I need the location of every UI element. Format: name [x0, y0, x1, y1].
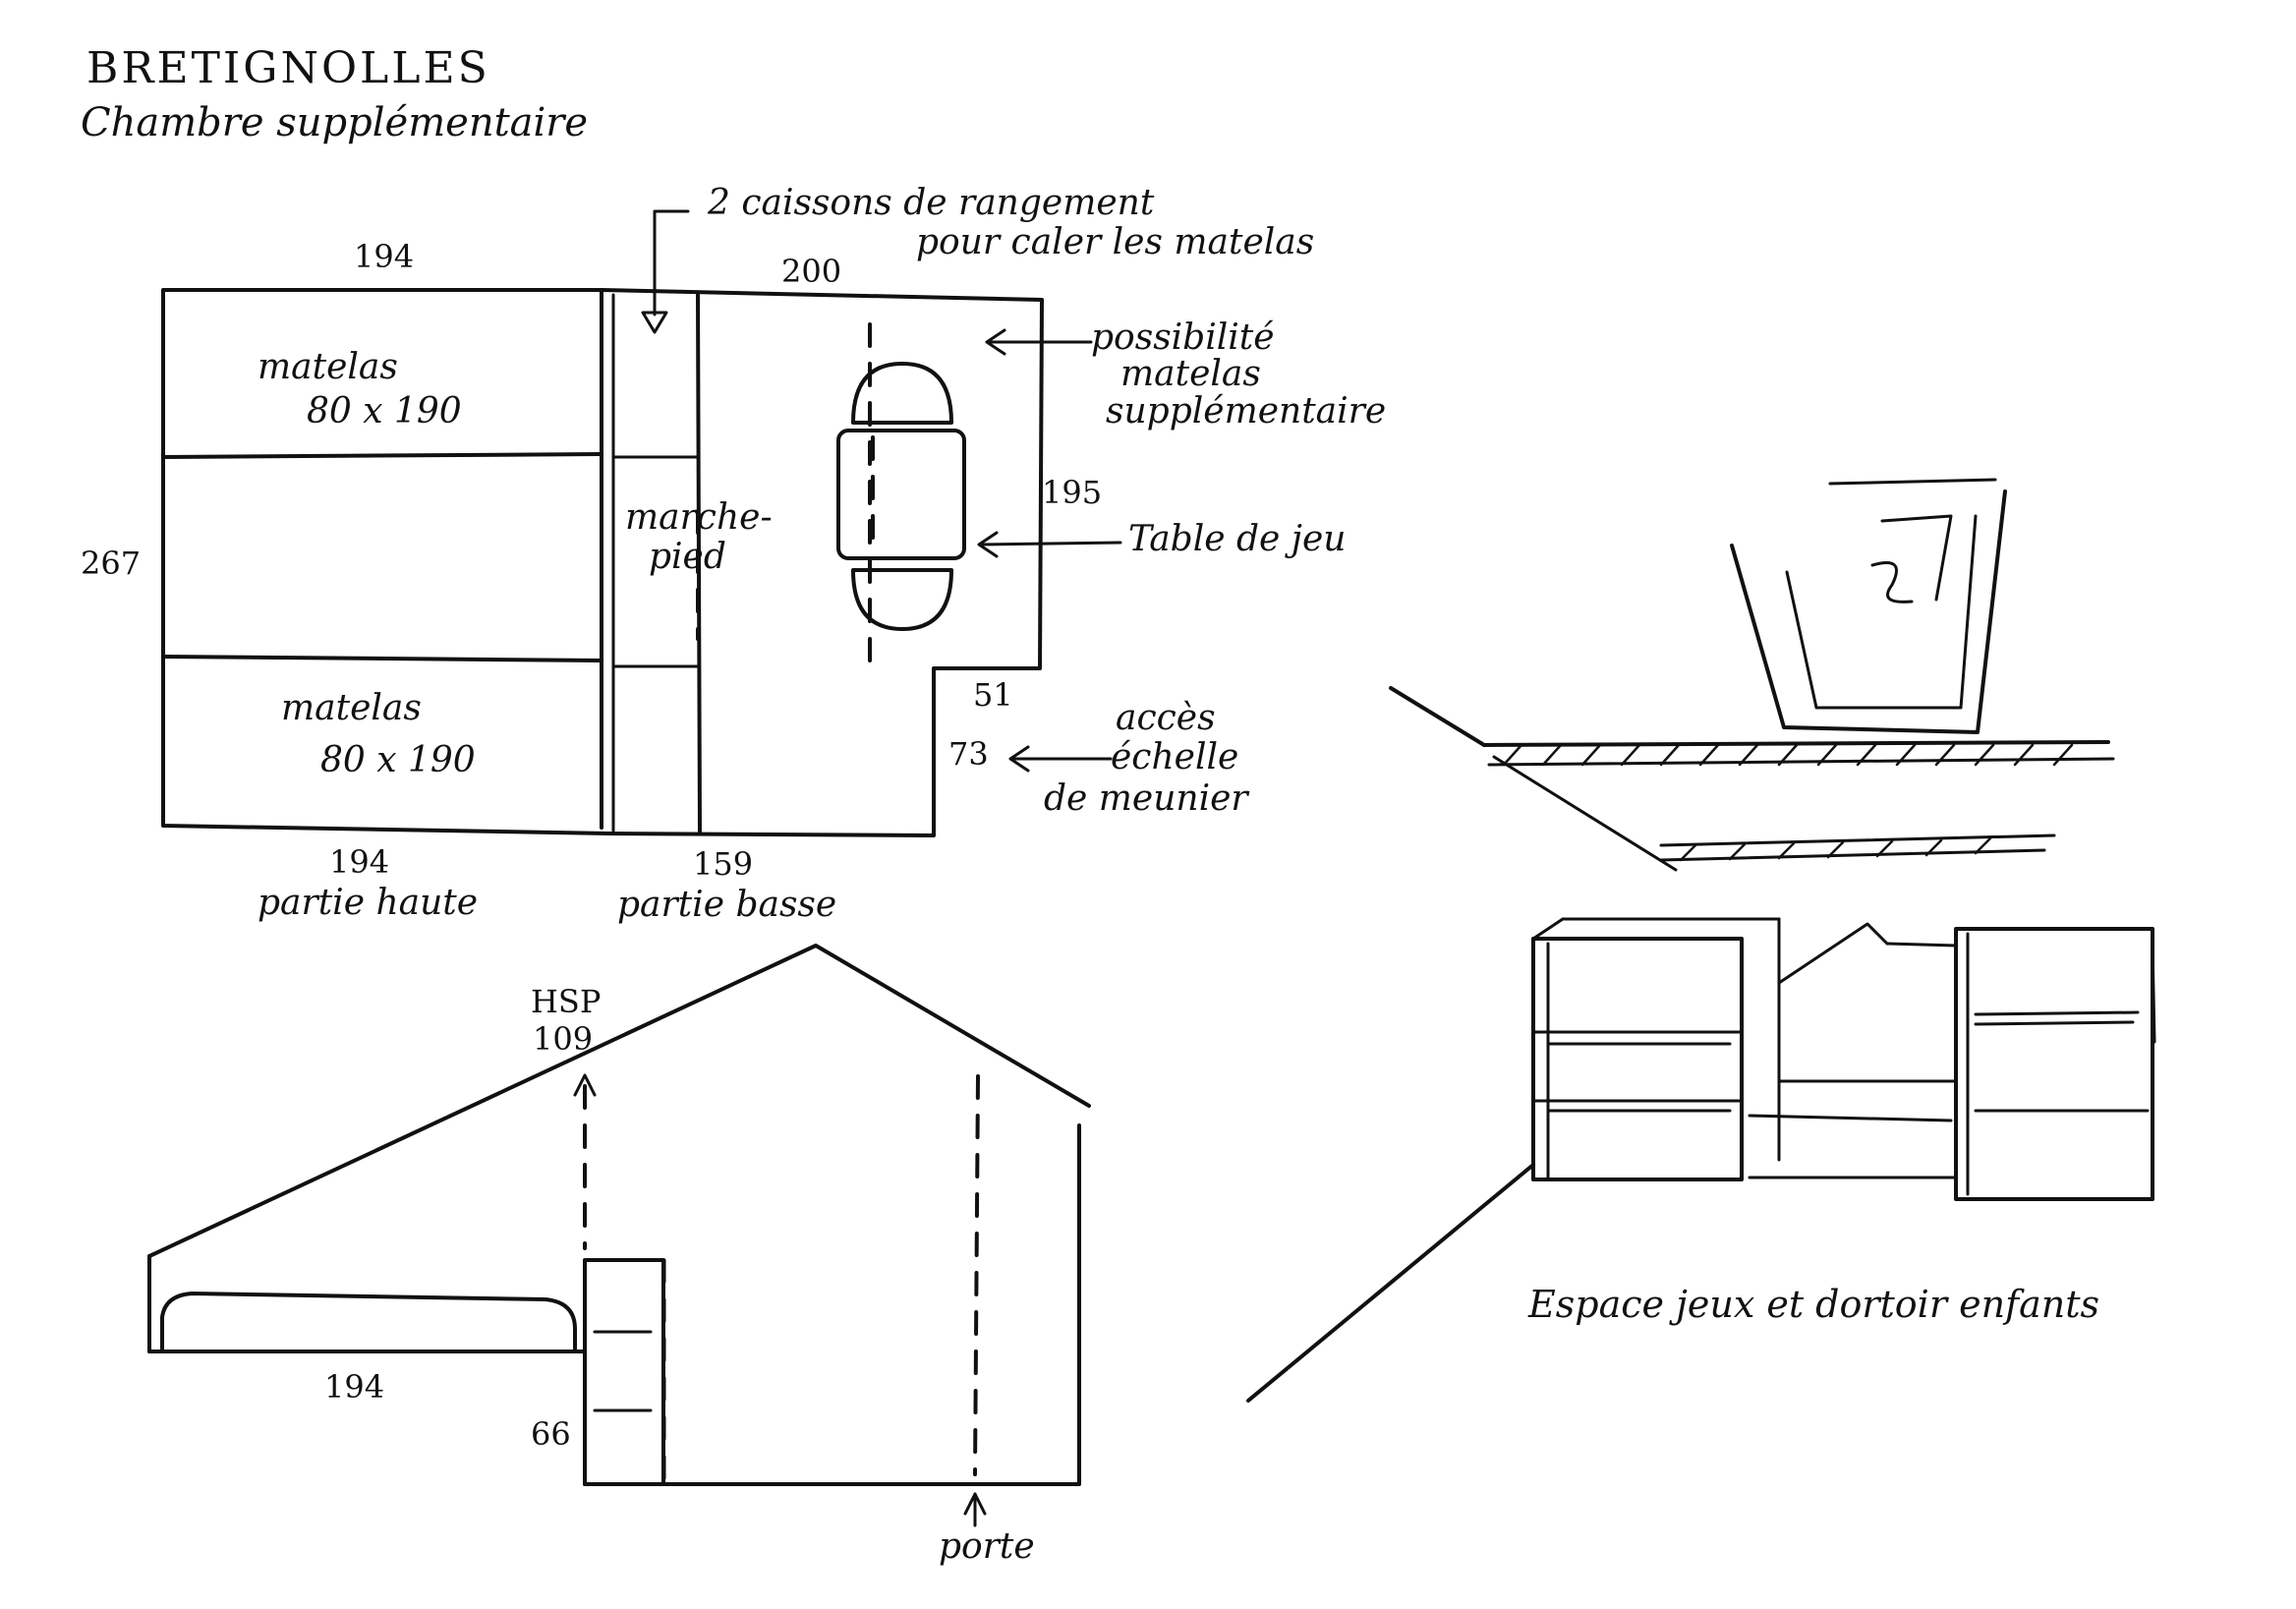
section-step [583, 1123, 1081, 1486]
hatch-frame-inner [1785, 514, 1978, 710]
hsp-value: 109 [533, 1020, 593, 1058]
shelf-right-side [2151, 942, 2156, 1044]
hatch-frame-outer [1730, 489, 2007, 734]
middle-step-top [1777, 922, 1889, 985]
door-dashed-line [973, 1074, 980, 1476]
label-upper-part: partie haute [258, 883, 478, 923]
middle-step-ledge [1885, 942, 1958, 948]
lower-slab-top [1659, 833, 2056, 847]
annotation-storage-2: pour caler les matelas [916, 222, 1314, 262]
lower-slab-bottom [1659, 848, 2046, 862]
dim-notch: 51 [973, 676, 1013, 714]
slope-line-long [1246, 1163, 1535, 1403]
perspective-drawing: Espace jeux et dortoir enfants [1246, 478, 2156, 1403]
section-dim-bed: 194 [324, 1368, 384, 1406]
lower-slab-hatching [1679, 836, 1992, 862]
sketch-title: BRETIGNOLLES [86, 43, 490, 93]
annotation-extra-3: supplémentaire [1106, 391, 1386, 431]
shelf-unit-right [1954, 927, 2154, 1201]
middle-floor-2 [1748, 1114, 1953, 1122]
storage-arrow-head [641, 311, 668, 334]
dim-top-left: 194 [354, 238, 414, 275]
shelf-right-shelf-1b [1974, 1020, 2135, 1026]
slope-line-upper [1492, 755, 1678, 872]
dim-bottom-right: 159 [693, 845, 753, 883]
hsp-arrow-head [573, 1073, 597, 1097]
annotation-table: Table de jeu [1128, 519, 1346, 559]
dim-right: 195 [1042, 474, 1102, 511]
annotation-extra-1: possibilité [1091, 317, 1275, 358]
slab-top-left [1389, 686, 1486, 747]
dim-left: 267 [81, 545, 141, 582]
slab-hatching [1502, 743, 2074, 767]
stool-top [851, 362, 953, 425]
annotation-storage-1: 2 caissons de rangement [707, 183, 1155, 223]
annotation-extra-arrow [985, 328, 1006, 356]
annotation-access-arrow [1008, 745, 1030, 773]
section-roof [147, 944, 1091, 1258]
stool-bottom [851, 568, 953, 631]
mattress-bottom-size: 80 x 190 [320, 740, 476, 780]
hatch-back-line [1880, 514, 1953, 602]
annotation-table-arrow [977, 531, 999, 558]
game-table [836, 429, 966, 560]
annotation-access-1: accès [1116, 698, 1216, 738]
section-dim-step: 66 [531, 1415, 571, 1453]
label-lower-part: partie basse [617, 885, 836, 925]
hatch-symbol [1870, 561, 1914, 603]
mattress-divider-top [161, 452, 603, 459]
hatch-top-rim [1828, 478, 1997, 486]
marchepied-label-2: pied [649, 537, 726, 577]
hsp-label: HSP [531, 983, 601, 1020]
shelf-right-shelf-1 [1974, 1010, 2140, 1016]
dim-notch-height: 73 [948, 735, 989, 773]
door-label: porte [939, 1526, 1035, 1567]
sketch-subtitle: Chambre supplémentaire [81, 100, 588, 145]
perspective-caption: Espace jeux et dortoir enfants [1527, 1283, 2099, 1326]
floor-plan: 194 200 267 195 51 73 194 159 partie hau… [81, 183, 1386, 925]
annotation-table-leader [979, 541, 1122, 546]
marchepied-label-1: marche- [625, 497, 773, 538]
slab-top [1482, 740, 2110, 747]
mattress-bottom-label: matelas [281, 688, 422, 728]
mattress-divider-bottom [161, 655, 603, 662]
mattress-top-size: 80 x 190 [307, 391, 462, 431]
annotation-access-2: échelle [1111, 737, 1238, 777]
section-shelf [583, 1258, 665, 1486]
dim-bottom-left: 194 [329, 843, 389, 881]
section-drawing: HSP 109 porte 194 66 [147, 944, 1091, 1567]
storage-arrow-leader [653, 209, 690, 316]
slab-bottom [1487, 757, 2115, 767]
shelf-left-top-depth [1531, 917, 1565, 941]
plan-outline [161, 288, 1044, 837]
mattress-top-label: matelas [258, 347, 398, 387]
shelf-unit-left [1531, 937, 1744, 1181]
dim-top-right: 200 [781, 253, 841, 290]
section-mattress [160, 1292, 577, 1350]
annotation-extra-2: matelas [1120, 354, 1261, 394]
annotation-access-3: de meunier [1044, 778, 1249, 819]
